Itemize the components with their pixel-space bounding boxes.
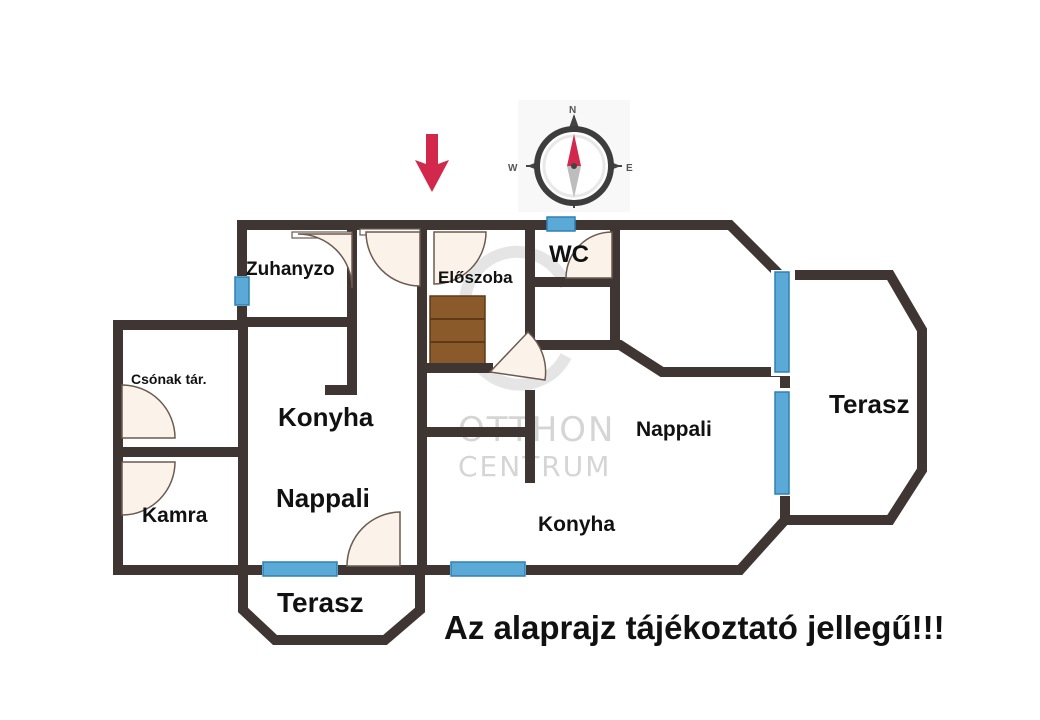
room-label-kamra: Kamra bbox=[142, 504, 208, 527]
window-right-lower bbox=[774, 391, 790, 495]
window-bottom-left bbox=[262, 561, 338, 577]
windows bbox=[232, 213, 795, 582]
room-label-konyha-right: Konyha bbox=[538, 513, 615, 536]
room-label-csonak: Csónak tár. bbox=[131, 371, 206, 387]
door-csonak bbox=[121, 384, 176, 439]
room-label-nappali-left: Nappali bbox=[276, 483, 370, 513]
compass-w: W bbox=[508, 163, 518, 174]
room-labels: Zuhanyzo Előszoba WC Csónak tár. Kamra K… bbox=[131, 241, 909, 618]
room-label-eloszoba: Előszoba bbox=[438, 268, 513, 287]
doors bbox=[121, 228, 613, 567]
room-label-nappali-right: Nappali bbox=[636, 418, 712, 441]
disclaimer-text: Az alaprajz tájékoztató jellegű!!! bbox=[444, 609, 945, 646]
door-zuhanyzo bbox=[297, 233, 353, 289]
room-label-konyha-left: Konyha bbox=[278, 402, 374, 432]
window-wc bbox=[546, 216, 576, 232]
window-right-upper bbox=[774, 271, 790, 373]
door-eloszoba bbox=[433, 231, 487, 285]
door-terasz bbox=[346, 511, 401, 567]
window-bottom-right bbox=[450, 561, 526, 577]
down-arrow-icon bbox=[415, 134, 449, 192]
stairs bbox=[429, 295, 486, 367]
room-label-terasz-bottom: Terasz bbox=[277, 587, 364, 618]
compass-n: N bbox=[569, 105, 576, 116]
compass-e: E bbox=[626, 163, 633, 174]
door-wc bbox=[565, 231, 613, 279]
room-label-zuhanyzo: Zuhanyzo bbox=[246, 259, 335, 280]
door-entrance-left bbox=[365, 231, 421, 287]
window-zuhanyzo bbox=[234, 276, 250, 306]
room-label-terasz-right: Terasz bbox=[829, 389, 909, 419]
room-label-wc: WC bbox=[549, 241, 589, 268]
door-kamra bbox=[121, 461, 176, 516]
door-stairs bbox=[488, 330, 547, 381]
compass-icon: N E W bbox=[508, 100, 633, 212]
watermark-logo: OC bbox=[458, 386, 464, 388]
